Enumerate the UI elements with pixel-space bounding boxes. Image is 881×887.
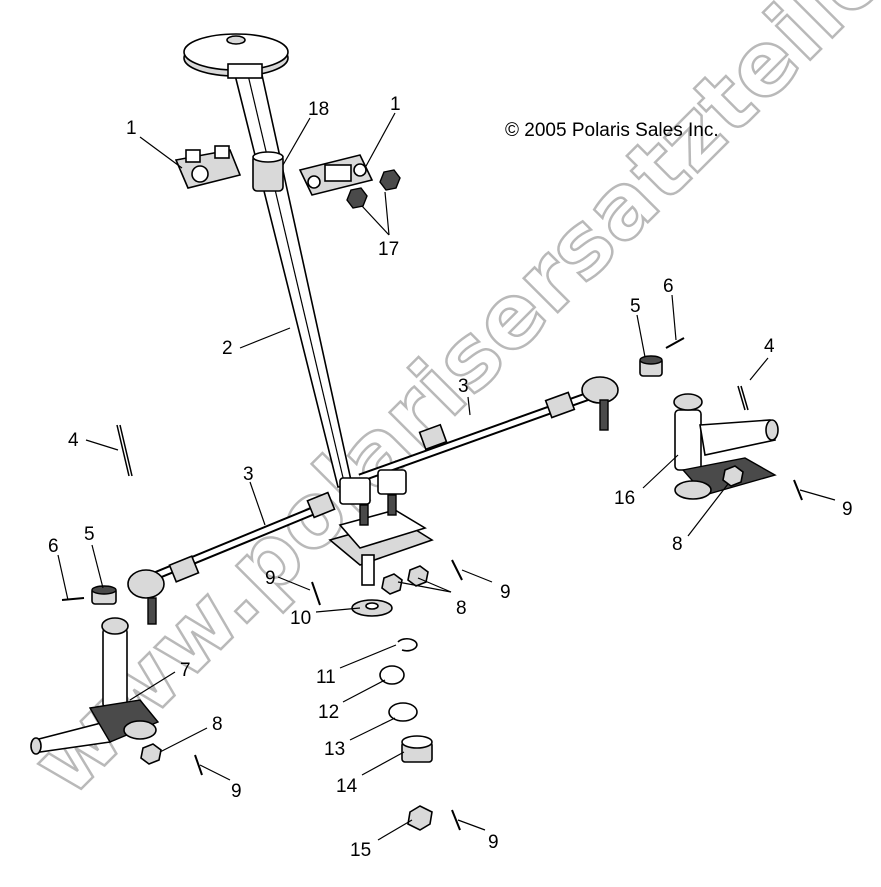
callout-7: 7 <box>180 660 191 681</box>
callout-17: 17 <box>378 239 399 260</box>
callout-8-right: 8 <box>672 534 683 555</box>
callout-9-bottom: 9 <box>488 832 499 853</box>
callout-5-right: 5 <box>630 296 641 317</box>
callout-9-center-right: 9 <box>500 582 511 603</box>
steering-post <box>183 33 353 488</box>
cotter-pins <box>116 385 803 831</box>
callout-10: 10 <box>290 608 311 629</box>
callout-16: 16 <box>614 488 635 509</box>
castle-nut-left <box>91 585 117 605</box>
callout-6-right: 6 <box>663 276 674 297</box>
callout-3-left: 3 <box>243 464 254 485</box>
callout-1-right: 1 <box>390 94 401 115</box>
pitman-arm <box>328 469 434 586</box>
castle-nut-right <box>639 355 663 377</box>
callout-6-left: 6 <box>48 536 59 557</box>
callout-2: 2 <box>222 338 233 359</box>
copyright-text: © 2005 Polaris Sales Inc. <box>505 120 719 141</box>
cotter-pins-6 <box>61 337 685 601</box>
callout-9-center-left: 9 <box>265 568 276 589</box>
leader-lines <box>57 112 836 841</box>
callout-11: 11 <box>316 667 336 688</box>
washer-stack <box>351 599 433 831</box>
spindle-left <box>30 617 160 755</box>
callout-9-right: 9 <box>842 499 853 520</box>
clamp-left <box>174 145 242 189</box>
callout-8-center: 8 <box>456 598 467 619</box>
callout-13: 13 <box>324 739 345 760</box>
callout-5-left: 5 <box>84 524 95 545</box>
callout-4-left: 4 <box>68 430 79 451</box>
callout-labels: 1 1 18 17 2 3 3 4 4 5 5 6 6 7 8 8 8 9 9 … <box>48 94 853 861</box>
callout-3-right: 3 <box>458 376 469 397</box>
nuts-8 <box>140 465 744 765</box>
callout-15: 15 <box>350 840 371 861</box>
tie-rod-left <box>127 491 336 625</box>
callout-18: 18 <box>308 99 329 120</box>
callout-1-left: 1 <box>126 118 137 139</box>
callout-14: 14 <box>336 776 358 797</box>
tie-rod-right <box>358 376 619 483</box>
callout-4-right: 4 <box>764 336 775 357</box>
callout-9-left: 9 <box>231 781 242 802</box>
callout-12: 12 <box>318 702 339 723</box>
callout-8-left: 8 <box>212 714 223 735</box>
nuts-17 <box>346 169 401 209</box>
spindle-right <box>673 393 779 500</box>
clamp-right <box>298 154 374 196</box>
